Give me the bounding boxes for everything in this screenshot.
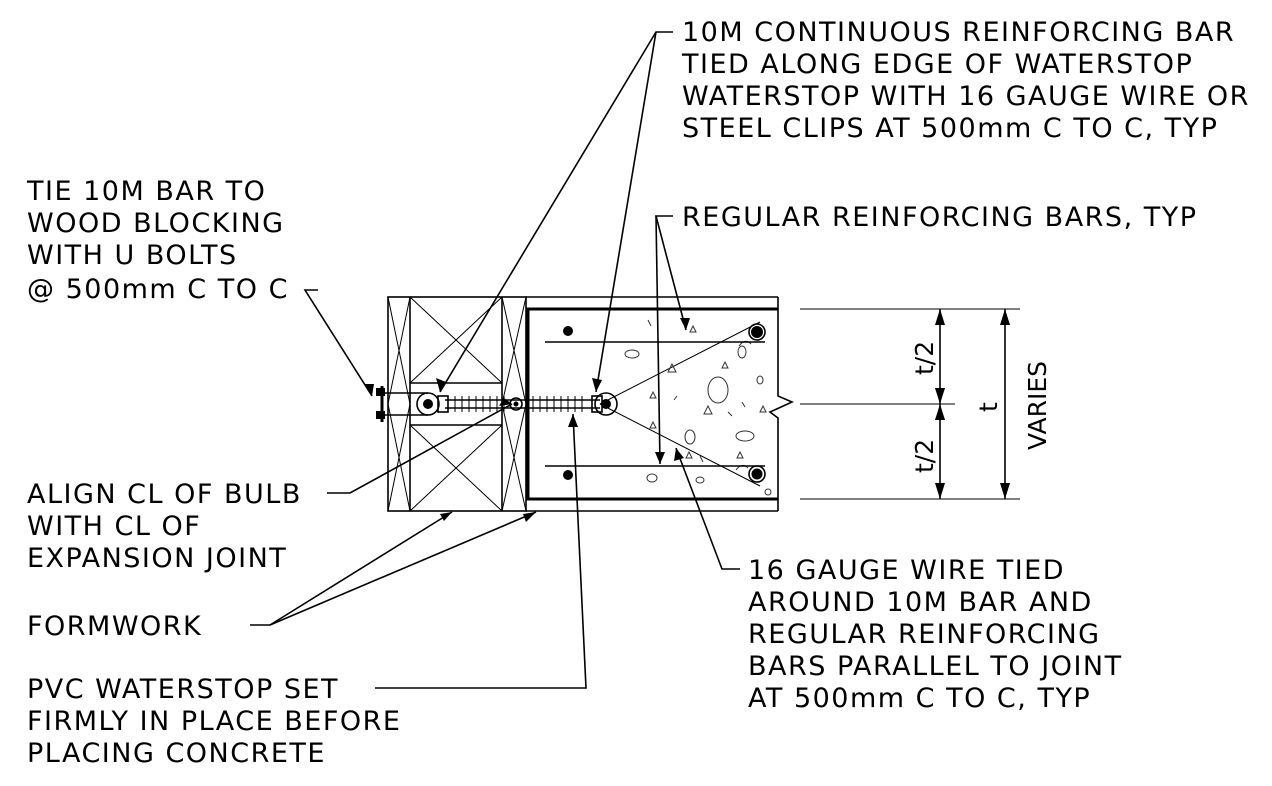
label-align-cl: ALIGN CL OF BULB WITH CL OF EXPANSION JO… — [27, 479, 302, 574]
regular-reinforcing-bars — [545, 323, 766, 483]
label-line: WOOD BLOCKING — [27, 208, 285, 239]
label-line: TIE 10M BAR TO — [26, 176, 266, 207]
label-line: WITH U BOLTS — [27, 240, 238, 271]
leader-lines — [250, 31, 740, 689]
label-line: AROUND 10M BAR AND — [748, 587, 1093, 618]
wood-formwork — [387, 296, 527, 512]
concrete-aggregate — [599, 319, 772, 496]
pvc-waterstop — [376, 386, 618, 422]
dim-thickness: t — [974, 402, 1003, 412]
label-gauge-wire: 16 GAUGE WIRE TIED AROUND 10M BAR AND RE… — [748, 555, 1123, 714]
dim-half-top: t/2 — [910, 341, 939, 375]
label-line: EXPANSION JOINT — [27, 543, 287, 574]
label-line: REGULAR REINFORCING — [748, 619, 1101, 650]
label-line: 16 GAUGE WIRE TIED — [748, 555, 1065, 586]
label-line: BARS PARALLEL TO JOINT — [748, 651, 1123, 682]
label-line: AT 500mm C TO C, TYP — [748, 683, 1091, 714]
label-regular-bars: REGULAR REINFORCING BARS, TYP — [682, 202, 1198, 233]
label-line: 10M CONTINUOUS REINFORCING BAR — [682, 17, 1235, 48]
label-line: PVC WATERSTOP SET — [27, 674, 339, 705]
label-line: WITH CL OF — [27, 511, 201, 542]
label-tie-bar: TIE 10M BAR TO WOOD BLOCKING WITH U BOLT… — [26, 176, 289, 305]
label-line: PLACING CONCRETE — [27, 738, 326, 769]
slab-form-boards — [526, 296, 794, 512]
dim-half-bottom: t/2 — [910, 439, 939, 473]
leader-arrowheads — [364, 318, 690, 522]
label-line: TIED ALONG EDGE OF WATERSTOP — [681, 49, 1193, 80]
label-line: WATERSTOP WITH 16 GAUGE WIRE OR — [682, 81, 1250, 112]
label-formwork: FORMWORK — [27, 611, 202, 642]
dimension-lines — [800, 308, 1020, 500]
label-continuous-bar: 10M CONTINUOUS REINFORCING BAR TIED ALON… — [681, 17, 1250, 144]
label-line: @ 500mm C TO C — [27, 274, 289, 305]
label-pvc-waterstop: PVC WATERSTOP SET FIRMLY IN PLACE BEFORE… — [27, 674, 401, 769]
label-line: FIRMLY IN PLACE BEFORE — [27, 706, 401, 737]
dim-varies: VARIES — [1023, 361, 1052, 450]
label-line: ALIGN CL OF BULB — [27, 479, 302, 510]
label-line: STEEL CLIPS AT 500mm C TO C, TYP — [682, 113, 1218, 144]
